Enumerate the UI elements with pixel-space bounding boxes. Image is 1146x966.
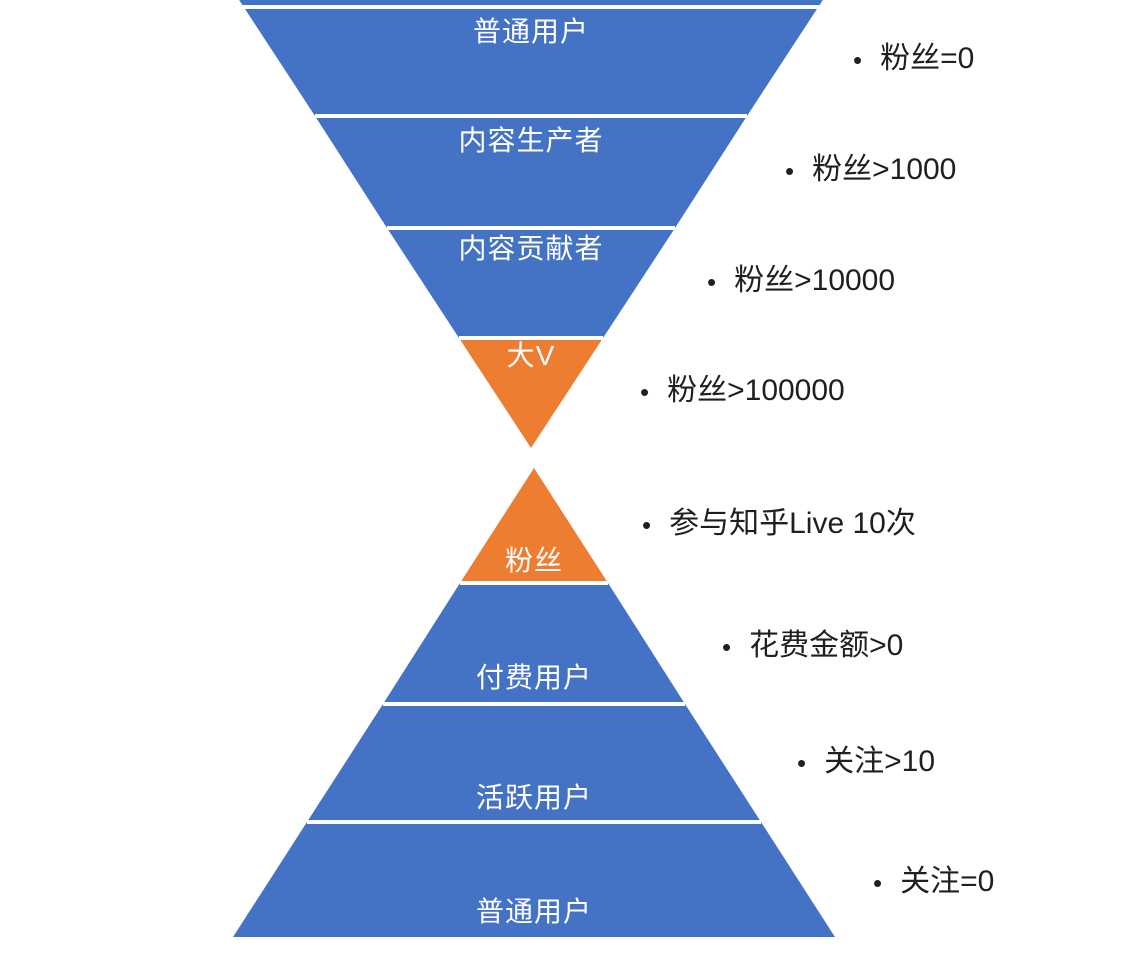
criterion-bullet-3: • 粉丝>10000 (707, 264, 895, 299)
criterion-bullet-7: • 关注>10 (797, 745, 935, 780)
criterion-bullet-2: • 粉丝>1000 (785, 153, 956, 188)
bottom-pyramid (233, 468, 835, 937)
criterion-text: 粉丝>10000 (734, 263, 896, 297)
criterion-text: 关注>10 (824, 744, 935, 778)
criterion-bullet-1: • 粉丝=0 (853, 42, 974, 77)
bottom-pyramid-segment-3-label: 活跃用户 (475, 782, 593, 813)
criterion-text: 粉丝>1000 (812, 152, 957, 186)
criterion-bullet-6: • 花费金额>0 (722, 629, 903, 664)
bullet-dot-icon: • (785, 156, 795, 186)
bottom-pyramid-segment-4-label: 普通用户 (475, 896, 593, 927)
bullet-dot-icon: • (853, 45, 863, 75)
top-funnel-segment-1-label: 普通用户 (472, 16, 590, 47)
top-funnel-segment-3-label: 内容贡献者 (458, 233, 604, 264)
bullet-dot-icon: • (722, 632, 732, 662)
criterion-text: 粉丝=0 (880, 41, 975, 75)
bullet-dot-icon: • (640, 377, 650, 407)
bottom-pyramid-segment-3-shape (307, 704, 761, 822)
bullet-dot-icon: • (707, 267, 717, 297)
bottom-pyramid-segment-2-label: 付费用户 (475, 662, 593, 693)
criterion-bullet-4: • 粉丝>100000 (640, 374, 845, 409)
bottom-pyramid-segment-4-shape (233, 822, 835, 937)
criterion-text: 参与知乎Live 10次 (669, 506, 916, 540)
top-funnel-segment-2-shape (315, 116, 747, 228)
top-funnel (239, 0, 823, 448)
criterion-bullet-8: • 关注=0 (873, 865, 994, 900)
top-funnel-segment-4-shape (459, 338, 603, 448)
criterion-text: 关注=0 (900, 864, 995, 898)
bullet-dot-icon: • (797, 748, 807, 778)
bottom-pyramid-segment-1-shape (460, 468, 608, 583)
criterion-text: 粉丝>100000 (667, 373, 845, 407)
top-funnel-segment-1-shape (239, 0, 823, 116)
criterion-bullet-5: • 参与知乎Live 10次 (642, 507, 916, 542)
bottom-pyramid-segment-2-shape (383, 583, 685, 704)
top-funnel-segment-3-shape (387, 228, 675, 338)
bottom-pyramid-segment-1-label: 粉丝 (504, 545, 564, 576)
top-funnel-segment-4-label: 大V (506, 340, 556, 371)
bullet-dot-icon: • (642, 510, 652, 540)
criterion-text: 花费金额>0 (749, 628, 904, 662)
bullet-dot-icon: • (873, 868, 883, 898)
top-funnel-segment-2-label: 内容生产者 (458, 125, 604, 156)
